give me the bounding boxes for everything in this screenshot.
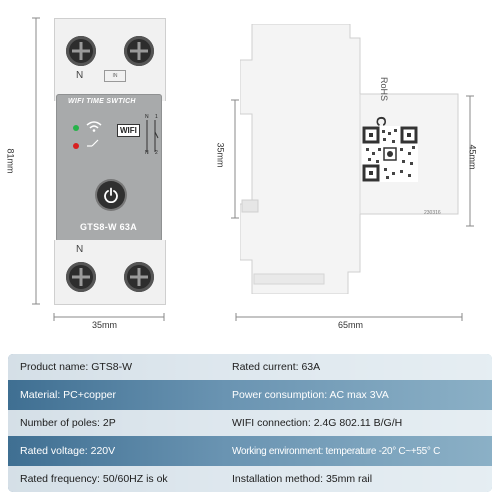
spec-right: Power consumption: AC max 3VA (232, 389, 389, 401)
spec-left: Number of poles: 2P (20, 417, 116, 429)
wiring-diagram-icon (146, 120, 159, 152)
wiring-1: 1 (155, 114, 158, 120)
power-icon (104, 187, 118, 203)
spec-row: Rated voltage: 220V Working environment:… (8, 438, 492, 464)
spec-left: Rated voltage: 220V (20, 445, 116, 457)
spec-right: Working environment: temperature -20° C~… (232, 445, 441, 457)
spec-right: Installation method: 35mm rail (232, 473, 373, 485)
wifi-icon (86, 121, 102, 132)
bottom-right-screw-icon (124, 262, 154, 292)
top-left-screw-icon (66, 36, 96, 66)
breaker-panel (56, 94, 162, 242)
in-arrow-label: IN (104, 70, 126, 82)
switch-symbol-icon (87, 139, 99, 147)
spec-row: Number of poles: 2P WIFI connection: 2.4… (8, 410, 492, 436)
height-dim-side: 45mm (467, 144, 478, 170)
power-button[interactable] (97, 181, 125, 209)
model-label: GTS8-W 63A (80, 222, 138, 232)
width-dim-front: 35mm (92, 320, 118, 330)
spec-left: Product name: GTS8-W (20, 361, 133, 373)
bottom-terminal-label: N (76, 244, 84, 255)
height-dim-front: 81mm (5, 148, 16, 174)
window-dim: 35mm (215, 142, 226, 168)
wiring-n-bottom: N (145, 150, 149, 156)
panel-title: WIFI TIME SWTICH (68, 98, 136, 105)
top-right-screw-icon (124, 36, 154, 66)
rohs-label: RoHS (379, 76, 390, 102)
spec-left: Material: PC+copper (20, 389, 117, 401)
red-led-icon (73, 143, 79, 149)
bottom-left-screw-icon (66, 262, 96, 292)
spec-right: Rated current: 63A (232, 361, 321, 373)
breaker-side-view (240, 24, 459, 294)
wiring-2: 2 (155, 150, 158, 156)
spec-left: Rated frequency: 50/60HZ is ok (20, 473, 168, 485)
top-terminal-label: N (76, 70, 84, 81)
spec-right: WIFI connection: 2.4G 802.11 B/G/H (232, 417, 403, 429)
spec-row: Product name: GTS8-W Rated current: 63A (8, 354, 492, 380)
spec-row: Material: PC+copper Power consumption: A… (8, 382, 492, 408)
wifi-box-label: WIFI (117, 124, 140, 137)
qr-caption: 230316 (424, 210, 441, 216)
qr-code-icon (362, 126, 418, 182)
wiring-n-top: N (145, 114, 149, 120)
width-dim-side: 65mm (338, 320, 364, 330)
spec-row: Rated frequency: 50/60HZ is ok Installat… (8, 466, 492, 492)
dimension-lines (32, 17, 474, 321)
green-led-icon (73, 125, 79, 131)
spec-table: Product name: GTS8-W Rated current: 63A … (8, 354, 492, 492)
